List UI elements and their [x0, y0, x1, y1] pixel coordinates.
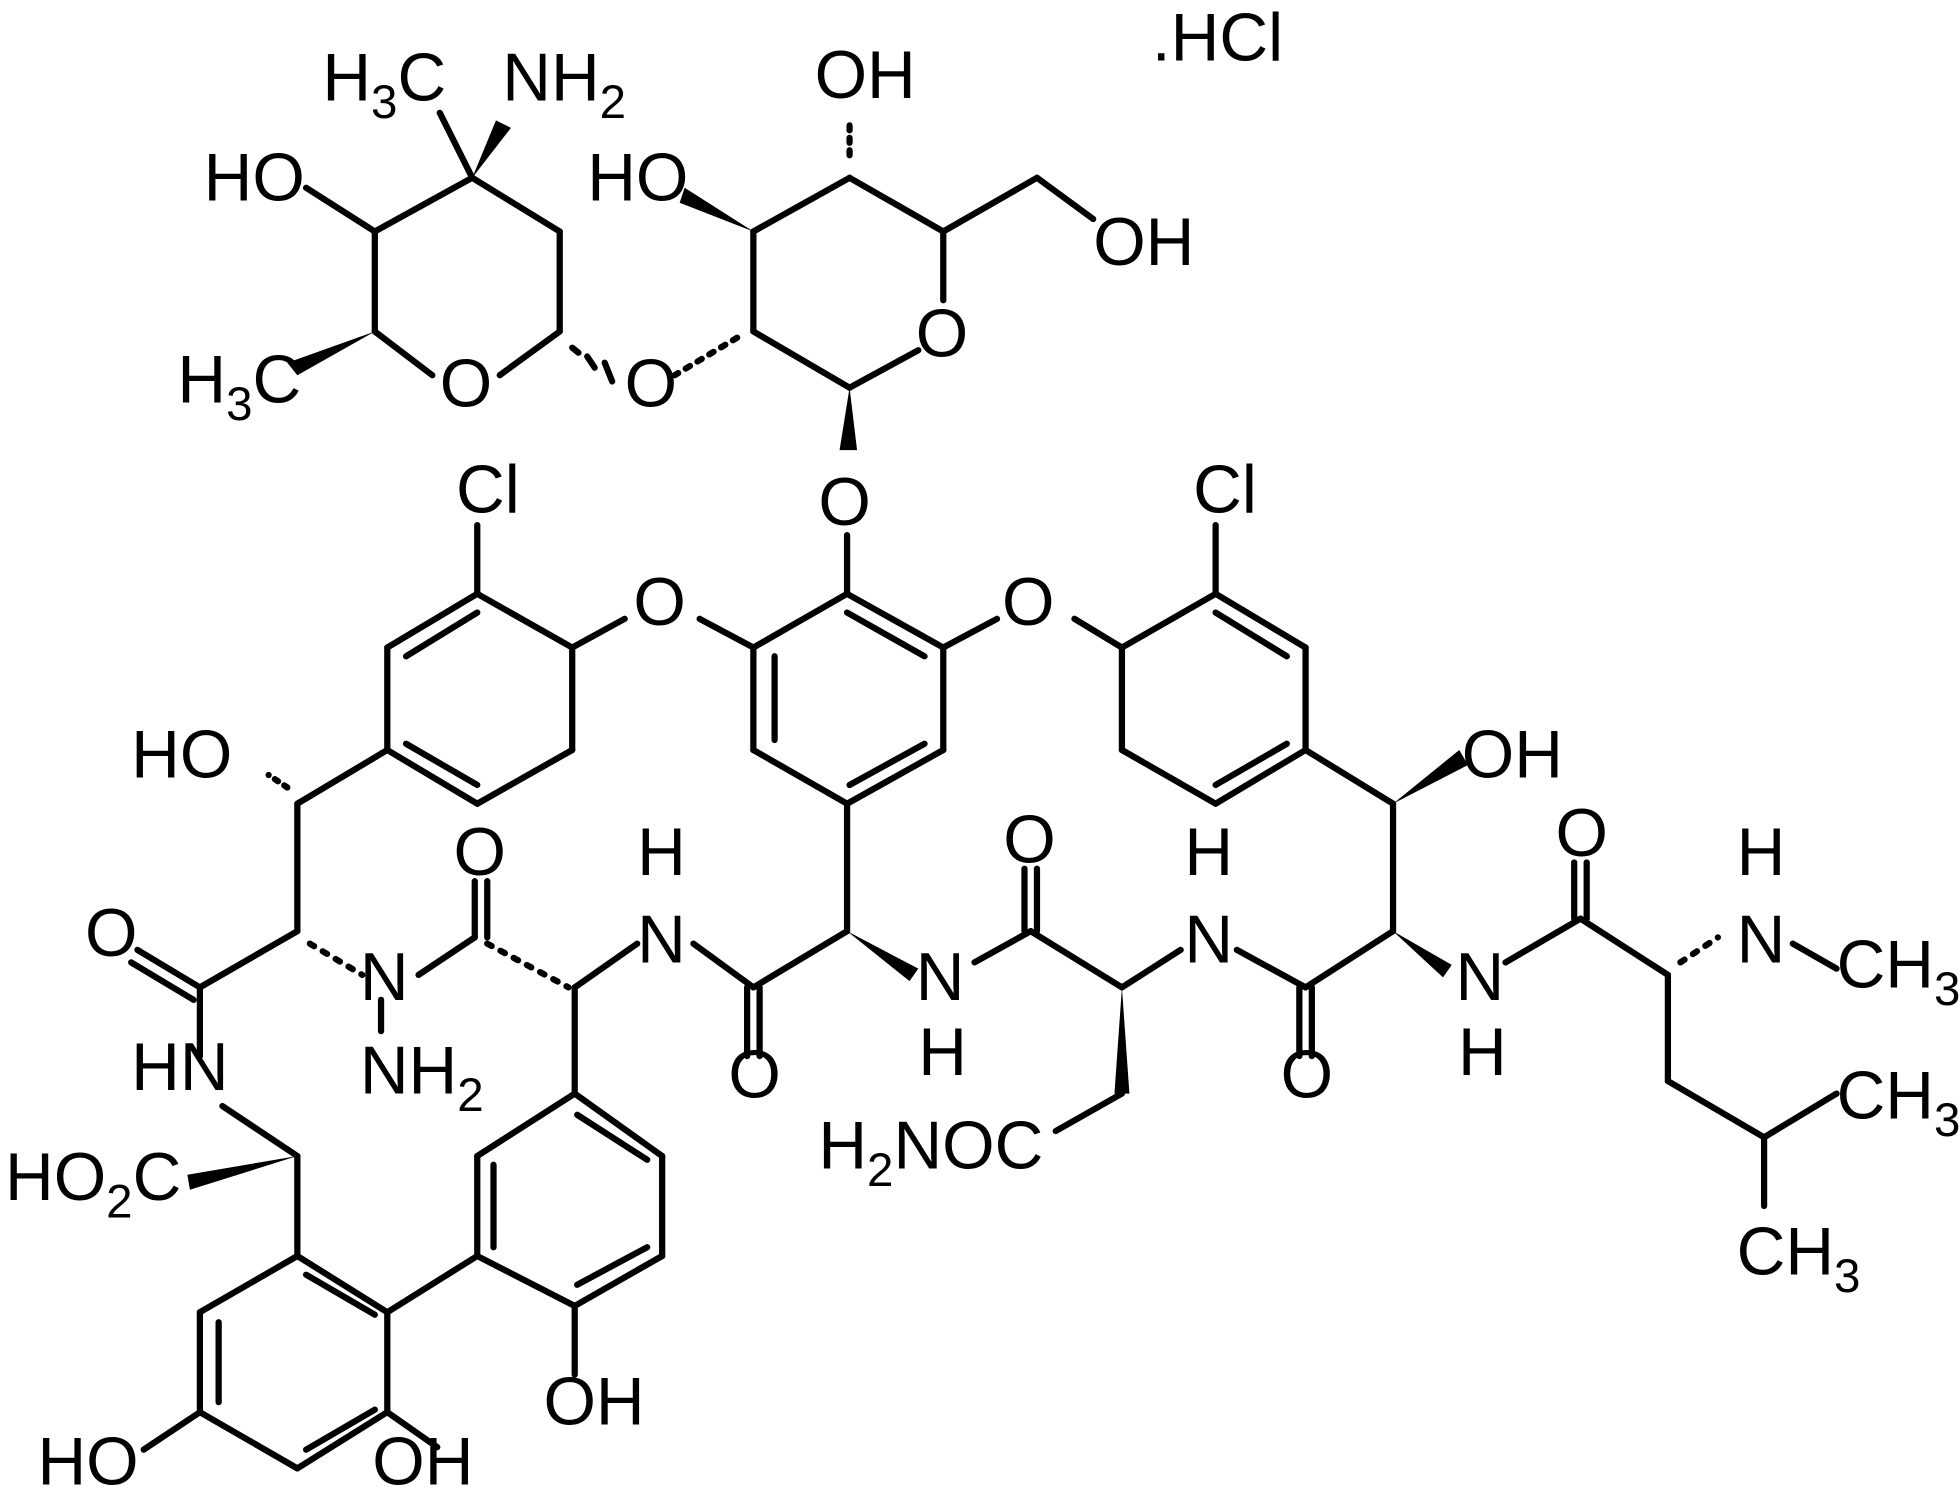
svg-text:N: N [637, 902, 686, 977]
svg-text:CH3: CH3 [1837, 927, 1959, 1015]
svg-text:O: O [916, 296, 968, 371]
svg-text:O: O [1003, 802, 1055, 877]
svg-text:H3C: H3C [322, 40, 446, 128]
svg-text:N: N [360, 940, 409, 1015]
svg-text:N: N [1184, 902, 1233, 977]
svg-text:O: O [625, 346, 677, 421]
svg-text:O: O [454, 815, 506, 890]
svg-text:N: N [1737, 902, 1786, 977]
svg-text:Cl: Cl [1193, 453, 1257, 528]
svg-text:N: N [916, 940, 965, 1015]
svg-text:HO: HO [204, 140, 305, 215]
svg-text:O: O [85, 896, 137, 971]
svg-text:OH: OH [815, 38, 916, 113]
svg-text:O: O [1281, 1037, 1333, 1112]
svg-text:H: H [1737, 815, 1786, 890]
svg-text:O: O [818, 465, 870, 540]
svg-text:O: O [728, 1037, 780, 1112]
svg-text:N: N [1456, 940, 1505, 1015]
svg-text:NH2: NH2 [502, 40, 626, 128]
svg-text:OH: OH [1093, 205, 1194, 280]
salt-label: .HCl [1152, 0, 1283, 75]
svg-text:HO: HO [587, 140, 688, 215]
svg-text:HO: HO [131, 717, 232, 792]
svg-text:H: H [637, 815, 686, 890]
svg-text:OH: OH [543, 1365, 644, 1440]
svg-text:CH3: CH3 [1737, 1215, 1861, 1303]
svg-text:NH2: NH2 [360, 1034, 484, 1122]
svg-text:HO2C: HO2C [5, 1140, 181, 1228]
svg-text:O: O [633, 565, 685, 640]
svg-text:HO: HO [37, 1425, 138, 1500]
svg-text:O: O [1002, 565, 1054, 640]
svg-text:O: O [1555, 796, 1607, 871]
svg-text:CH3: CH3 [1837, 1059, 1959, 1147]
sugar-glucose: OH HO OH O O [587, 38, 1194, 540]
sugar-vancosamine: H3C NH2 HO H3C O O [177, 40, 677, 431]
svg-text:H3C: H3C [177, 343, 301, 431]
svg-text:OH: OH [1462, 717, 1563, 792]
aglycone-core: O O Cl HO Cl OH [5, 453, 1959, 1500]
svg-text:OH: OH [372, 1425, 473, 1500]
svg-text:Cl: Cl [456, 453, 520, 528]
svg-text:O: O [440, 346, 492, 421]
svg-text:H: H [1184, 815, 1233, 890]
svg-text:H2NOC: H2NOC [818, 1109, 1043, 1197]
svg-text:H: H [1458, 1015, 1507, 1090]
svg-text:HN: HN [131, 1030, 228, 1105]
svg-text:H: H [918, 1015, 967, 1090]
